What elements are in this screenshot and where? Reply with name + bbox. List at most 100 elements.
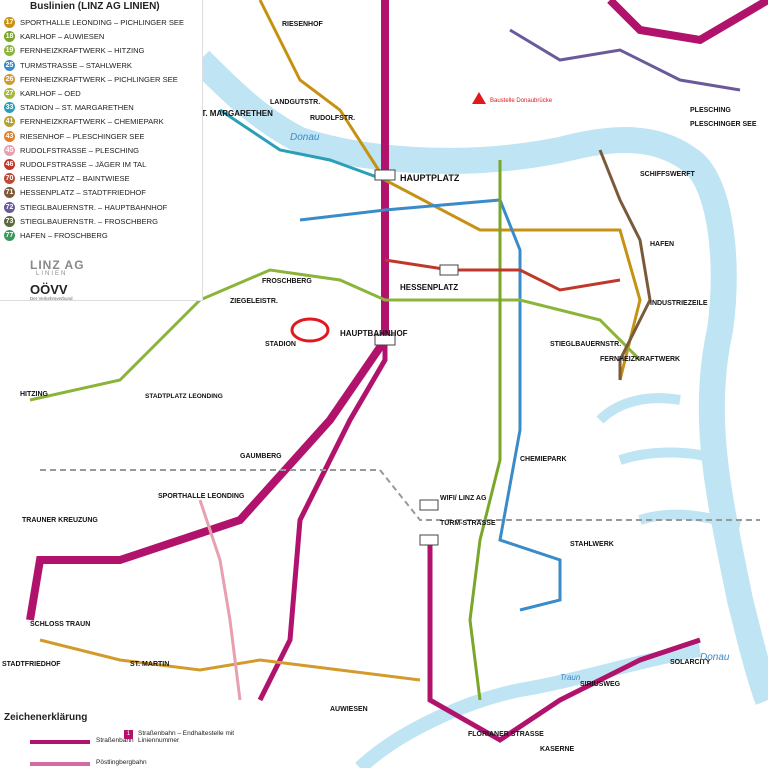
legend-item: 45 RUDOLFSTRASSE – PLESCHING	[4, 144, 139, 157]
legend-item-label: STADION – ST. MARGARETHEN	[20, 103, 134, 113]
key-terminal-label: Straßenbahn – Endhaltestelle mit Linienn…	[138, 730, 235, 744]
bus-line-brown	[598, 149, 652, 380]
label-stadtplatz-leonding: STADTPLATZ LEONDING	[145, 393, 223, 400]
legend-item: 71 HESSENPLATZ – STADTFRIEDHOF	[4, 186, 146, 199]
line-number-badge: 77	[4, 230, 15, 241]
line-number-badge: 33	[4, 102, 15, 114]
bus-line-lightgreen	[468, 160, 502, 701]
label-riesenhof: RIESENHOF	[282, 21, 324, 28]
label-hessenplatz: HESSENPLATZ	[400, 283, 458, 292]
label-turmstrasse: TURM-STRASSE	[440, 520, 496, 527]
key-tram-label: Straßenbahn	[96, 737, 134, 744]
legend-item-label: SPORTHALLE LEONDING – PICHLINGER SEE	[20, 18, 185, 27]
label-industriezeile: INDUSTRIEZEILE	[650, 300, 708, 307]
label-rudolfstr: RUDOLFSTR.	[310, 115, 355, 122]
tram-line-south	[257, 340, 388, 702]
legend-item-label: HESSENPLATZ – STADTFRIEDHOF	[20, 188, 146, 198]
linz-ag-logo: LINZ AG	[30, 258, 85, 272]
label-stadtfriedhof: STADTFRIEDHOF	[2, 661, 61, 668]
key-panel: Zeichenerklärung Straßenbahn Pöstlingber…	[0, 710, 260, 768]
legend-item-label: STIEGLBAUERNSTR. – FROSCHBERG	[20, 216, 158, 226]
line-number-badge: 27	[4, 88, 15, 99]
key-terminal-badge: 1	[124, 730, 133, 739]
tram-line-northeast	[607, 0, 768, 45]
label-schiffswerft: SCHIFFSWERFT	[640, 171, 696, 178]
line-number-badge: 71	[4, 187, 15, 199]
legend-item-label: FERNHEIZKRAFTWERK – PICHLINGER SEE	[20, 74, 178, 84]
railway-line	[40, 469, 760, 521]
legend-item-label: RUDOLFSTRASSE – PLESCHING	[20, 145, 139, 155]
label-sporthalle-leonding: SPORTHALLE LEONDING	[158, 493, 245, 500]
legend-item-label: FERNHEIZKRAFTWERK – CHEMIEPARK	[20, 117, 164, 127]
line-number-badge: 25	[4, 59, 15, 71]
line-number-badge: 41	[4, 116, 15, 128]
label-traun: Traun	[560, 673, 581, 682]
line-number-badge: 18	[4, 31, 15, 43]
label-siriusweg: SIRIUSWEG	[580, 681, 621, 688]
legend-item-label: RIESENHOF – PLESCHINGER SEE	[20, 131, 145, 141]
label-auwiesen: AUWIESEN	[330, 706, 368, 713]
legend-item: 17 SPORTHALLE LEONDING – PICHLINGER SEE	[4, 16, 184, 29]
warning-icon	[472, 92, 486, 104]
bus-line-blue	[299, 198, 562, 612]
river-traun	[355, 643, 702, 768]
legend-item-label: HAFEN – FROSCHBERG	[20, 231, 108, 240]
legend: Buslinien (LINZ AG LINIEN) 17 SPORTHALLE …	[0, 0, 203, 301]
legend-item: 19 FERNHEIZKRAFTWERK – HITZING	[4, 44, 144, 57]
line-number-badge: 43	[4, 130, 15, 142]
legend-item: 33 STADION – ST. MARGARETHEN	[4, 101, 134, 114]
label-plesching: PLESCHING	[690, 107, 731, 114]
line-number-badge: 26	[4, 73, 15, 85]
label-florianer-strasse: FLORIANER STRASSE	[468, 731, 544, 738]
label-st-margarethen: ST. MARGARETHEN	[196, 109, 273, 118]
label-stadion: STADION	[265, 341, 296, 348]
station-hauptplatz[interactable]	[374, 169, 396, 181]
bus-line-green	[29, 268, 642, 402]
line-number-badge: 45	[4, 144, 15, 156]
label-wifi: WIFI/ LINZ AG	[440, 495, 487, 502]
line-number-badge: 19	[4, 45, 15, 57]
line-number-badge: 17	[4, 17, 15, 28]
legend-item-label: FERNHEIZKRAFTWERK – HITZING	[20, 46, 145, 56]
label-hitzing: HITZING	[20, 391, 49, 398]
label-ziegeleistr: ZIEGELEISTR.	[230, 298, 278, 305]
label-chemiepark: CHEMIEPARK	[520, 456, 567, 463]
line-number-badge: 46	[4, 159, 15, 170]
label-fernheizkraftwerk: FERNHEIZKRAFTWERK	[600, 356, 680, 363]
label-stahlwerk: STAHLWERK	[570, 541, 614, 548]
legend-item-label: TURMSTRASSE – STAHLWERK	[20, 60, 132, 70]
label-donau-2: Donau	[700, 652, 730, 663]
legend-title: Buslinien (LINZ AG LINIEN)	[30, 1, 160, 12]
label-trauner-kreuzung: TRAUNER KREUZUNG	[22, 517, 98, 524]
key-bergbahn-swatch	[30, 762, 90, 766]
station-hessenplatz[interactable]	[439, 264, 459, 276]
tram-line-solarcity	[427, 540, 701, 743]
line-number-badge: 72	[4, 201, 15, 213]
key-title: Zeichenerklärung	[4, 712, 88, 723]
legend-item-label: KARLHOF – OED	[20, 89, 81, 98]
label-solarcity: SOLARCITY	[670, 659, 711, 666]
label-kaserne: KASERNE	[540, 746, 575, 753]
label-froschberg: FROSCHBERG	[262, 278, 312, 285]
station-turmstrasse[interactable]	[419, 534, 439, 546]
oovv-logo: OÖVV	[30, 282, 68, 297]
key-tram-swatch	[30, 740, 90, 744]
label-landgutstr: LANDGUTSTR.	[270, 99, 320, 106]
station-hauptbahnhof[interactable]	[374, 334, 396, 346]
legend-item: 41 FERNHEIZKRAFTWERK – CHEMIEPARK	[4, 115, 164, 128]
legend-item: 25 TURMSTRASSE – STAHLWERK	[4, 59, 132, 72]
key-bergbahn-label: Pöstlingbergbahn	[96, 759, 147, 766]
highlight-ring	[290, 317, 330, 343]
legend-item: 27 KARLHOF – OED	[4, 87, 81, 100]
warning-label: Baustelle Donaubrücke	[490, 98, 553, 104]
oovv-logo-sub: Der Verkehrsverbund	[30, 296, 73, 301]
legend-item: 26 FERNHEIZKRAFTWERK – PICHLINGER SEE	[4, 73, 178, 86]
legend-item: 77 HAFEN – FROSCHBERG	[4, 229, 108, 242]
bus-line-red	[384, 258, 621, 292]
station-wifi[interactable]	[419, 499, 439, 511]
